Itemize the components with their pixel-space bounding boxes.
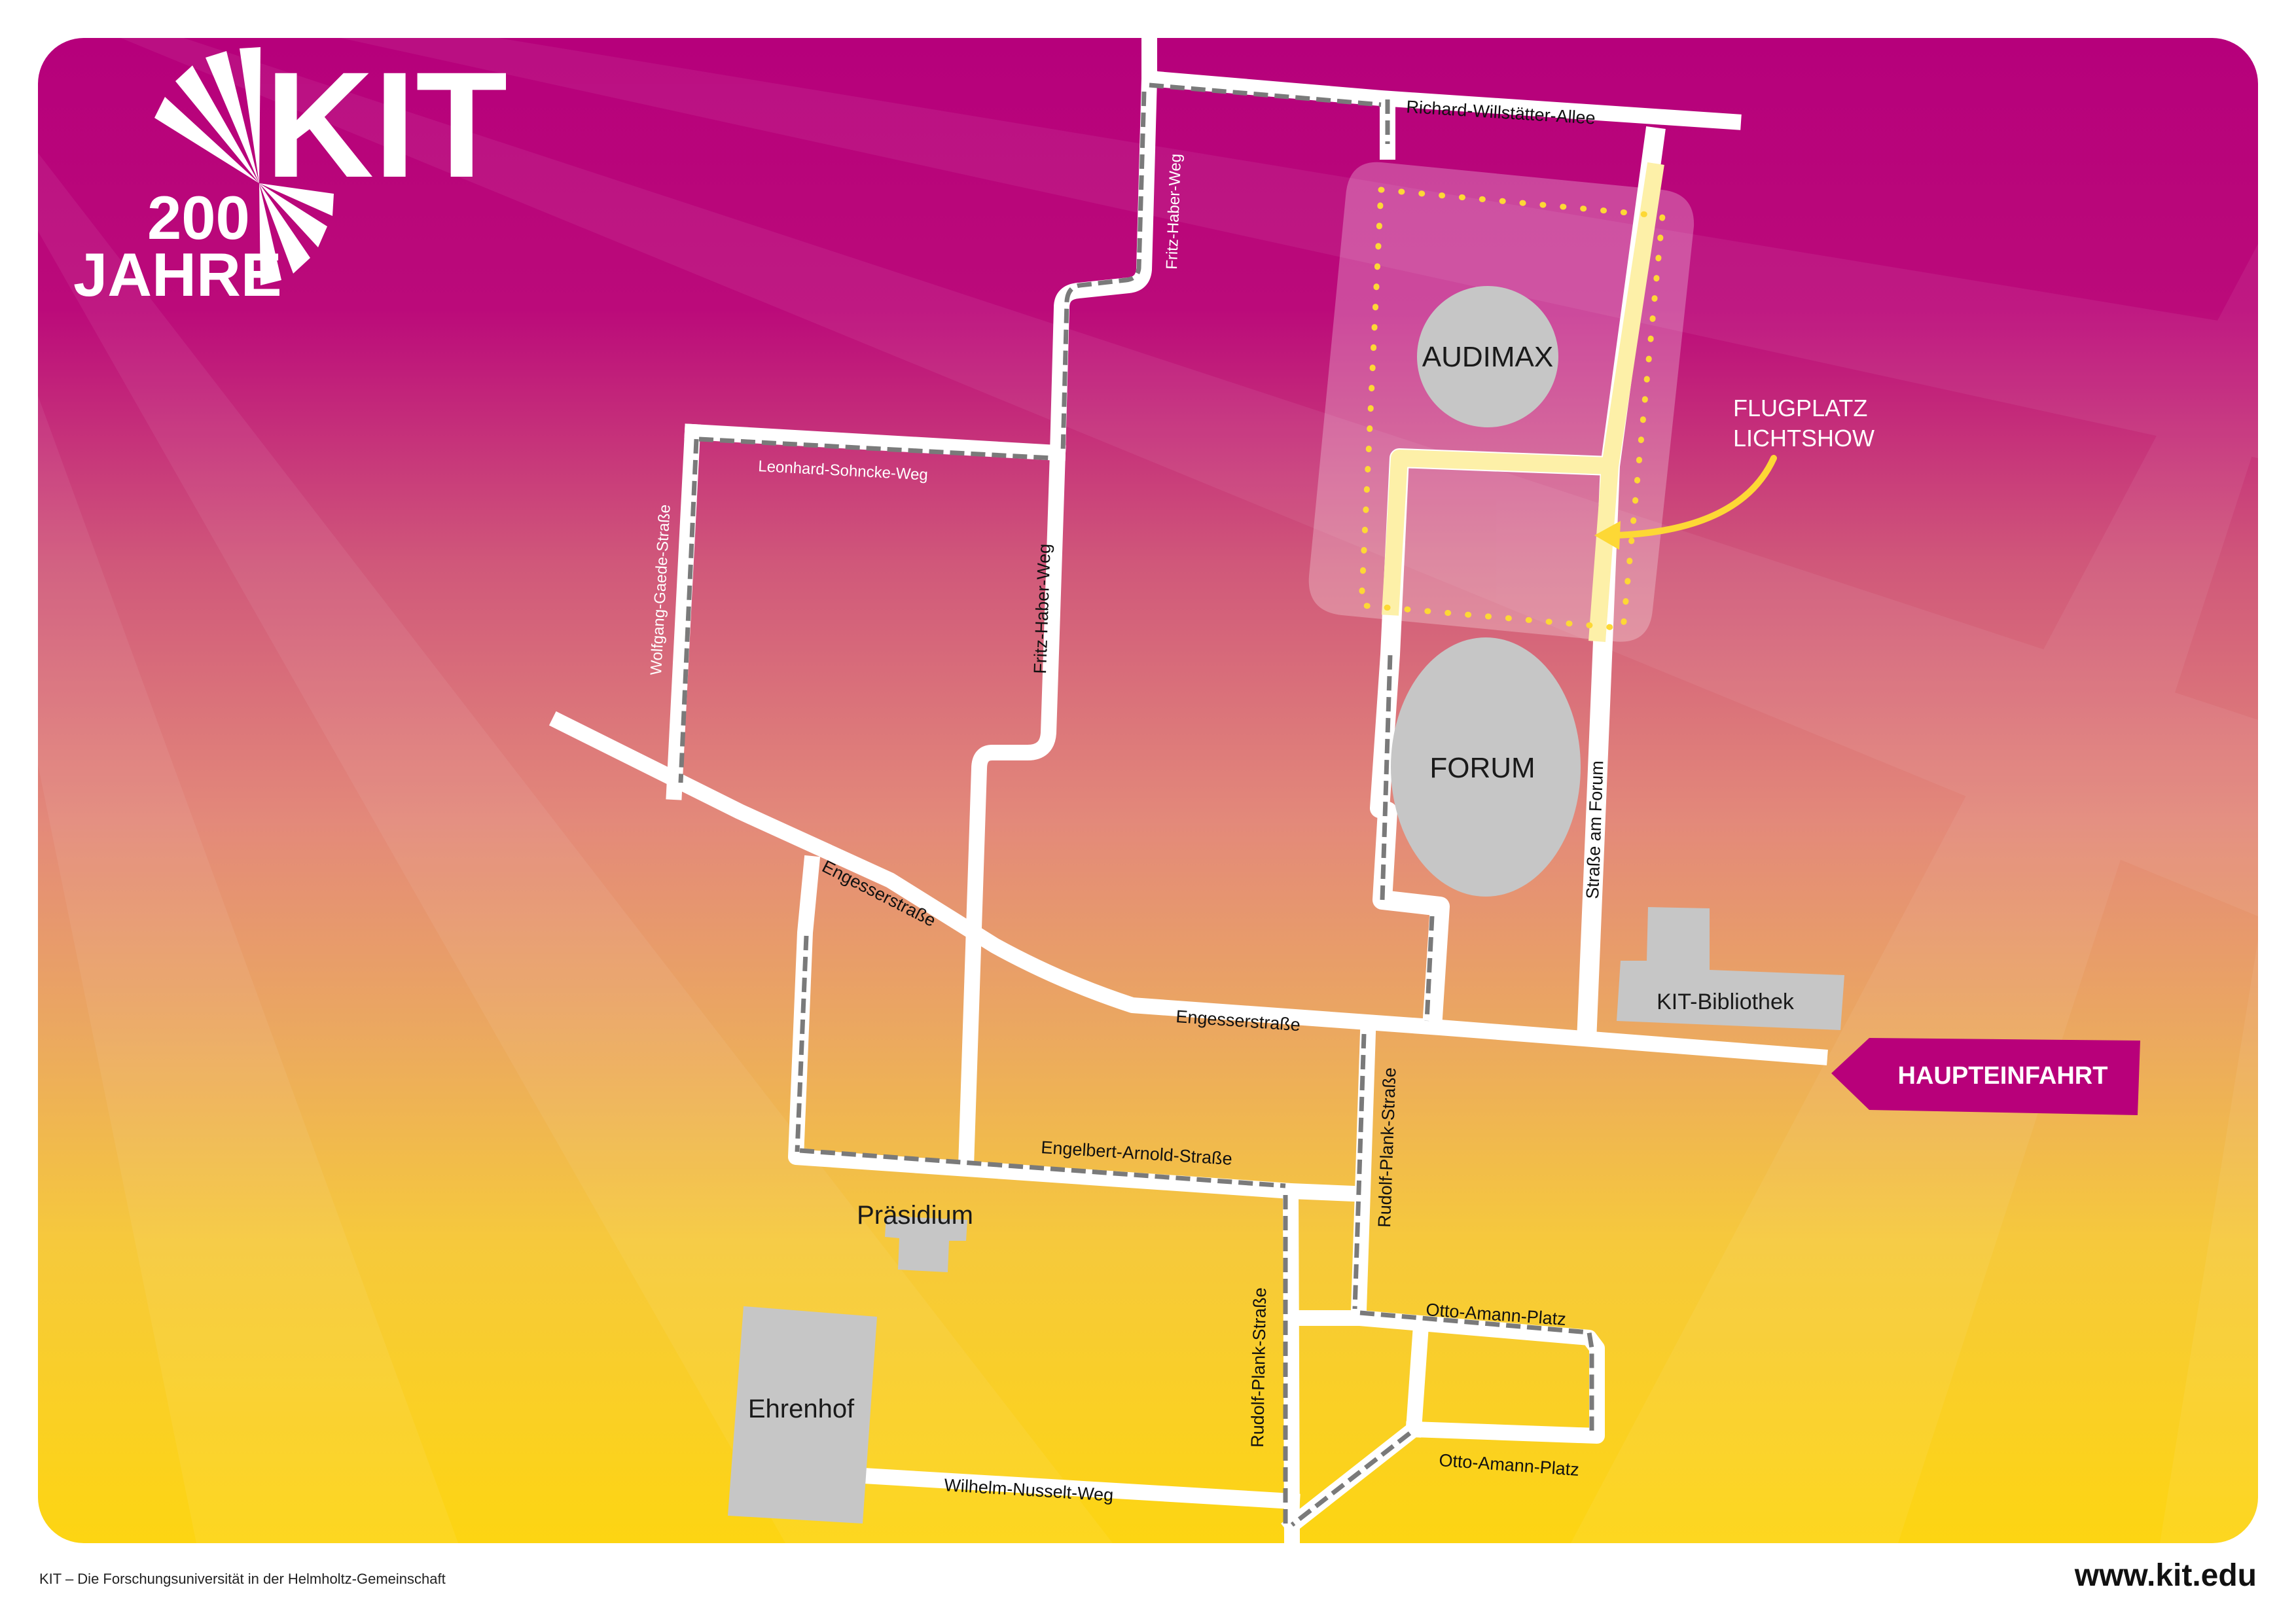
haupteinfahrt-label: HAUPTEINFAHRT: [1898, 1062, 2108, 1090]
callout-arrowhead-icon: [1594, 521, 1621, 550]
road-engesserstrasse-diagonal: [548, 711, 1828, 1065]
haupteinfahrt-sign: HAUPTEINFAHRT: [1831, 1038, 2140, 1115]
road-network: [548, 38, 1828, 1543]
footer-tagline: KIT – Die Forschungsuniversität in der H…: [39, 1571, 446, 1587]
logo-label: JAHRE: [73, 240, 282, 309]
building-praesidium: Präsidium: [857, 1201, 973, 1272]
label-strasse-am-forum: Straße am Forum: [1583, 760, 1607, 899]
kit-logo: KIT 200 JAHRE: [73, 41, 508, 309]
callout-arrow-icon: [1613, 455, 1777, 539]
callout-line1: FLUGPLATZ: [1733, 395, 1867, 421]
forum-label: FORUM: [1429, 752, 1535, 784]
road-leonhard-sohncke-weg: [684, 423, 1066, 461]
highlight-roads: [1382, 162, 1664, 642]
building-audimax: AUDIMAX: [1417, 286, 1558, 427]
road-otto-amann-platz-west: [1405, 1327, 1429, 1438]
label-fritz-haber-weg-north: Fritz-Haber-Weg: [1163, 153, 1185, 270]
road-richard-willstaetter-allee: [1141, 38, 1742, 130]
road-fritz-haber-weg-south: [958, 444, 1066, 1175]
road-wilhelm-nusselt-weg: [855, 1467, 1300, 1510]
dashed-paths: [678, 82, 1594, 1527]
footer-url[interactable]: www.kit.edu: [2074, 1558, 2257, 1593]
audimax-label: AUDIMAX: [1422, 341, 1553, 373]
road-west-loop: [788, 855, 1300, 1543]
road-wolfgang-gaede-strasse: [666, 423, 701, 800]
ehrenhof-label: Ehrenhof: [748, 1395, 855, 1423]
road-engelbert-connector: [1282, 1183, 1362, 1202]
map-background: [38, 38, 2258, 1543]
road-fritz-haber-weg-north: [1049, 70, 1158, 461]
building-kit-bibliothek: KIT-Bibliothek: [1617, 907, 1844, 1030]
building-ehrenhof: Ehrenhof: [728, 1306, 877, 1524]
label-rudolf-plank-strasse-west: Rudolf-Plank-Straße: [1247, 1287, 1270, 1448]
callout-line2: LICHTSHOW: [1733, 425, 1874, 452]
logo-number: 200: [147, 183, 250, 252]
building-forum: FORUM: [1391, 637, 1581, 897]
light-rays: [38, 38, 2258, 1543]
road-rudolf-plank-strasse-east: [1350, 1024, 1376, 1319]
logo-fan-icon: [154, 47, 334, 285]
label-fritz-haber-weg-south: Fritz-Haber-Weg: [1030, 543, 1054, 674]
campus-map: KIT 200 JAHRE: [38, 38, 2258, 1543]
logo-word: KIT: [265, 41, 508, 209]
praesidium-label: Präsidium: [857, 1201, 973, 1230]
flugplatz-callout: FLUGPLATZ LICHTSHOW: [1594, 395, 1874, 550]
kit-bibliothek-label: KIT-Bibliothek: [1657, 990, 1795, 1014]
lichtshow-dotted-outline: [1358, 187, 1666, 632]
